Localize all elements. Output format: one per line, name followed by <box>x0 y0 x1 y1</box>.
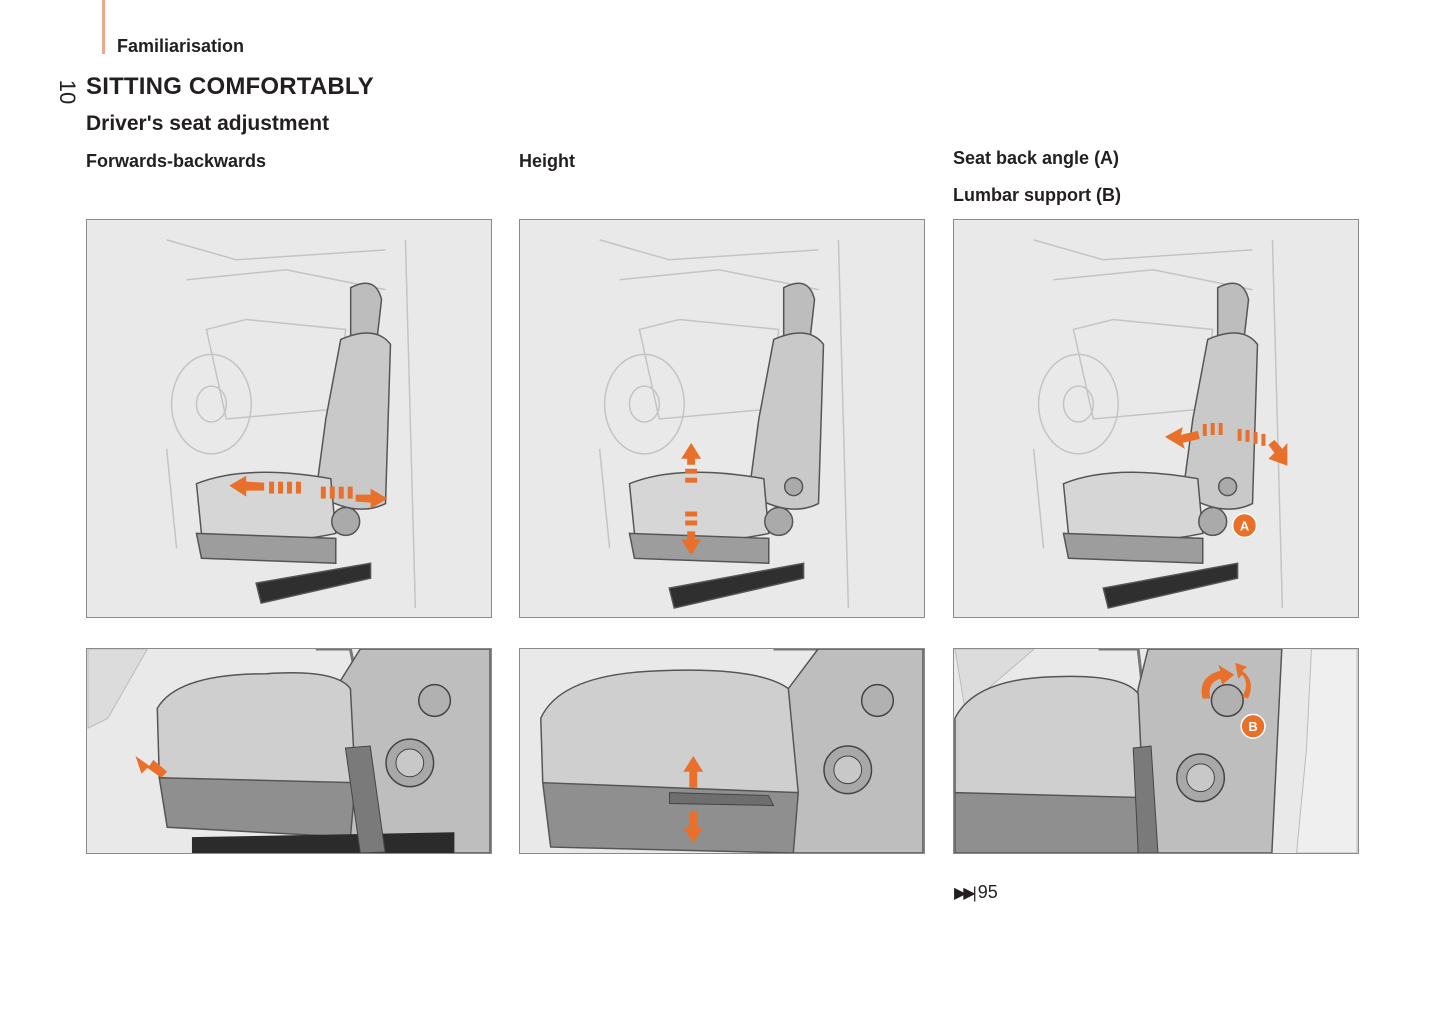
heading-seat-back-angle: Seat back angle (A) <box>953 148 1120 168</box>
illustration-lumbar-support-knob: B <box>953 648 1359 854</box>
illustration-seat-back-angle: A <box>953 219 1359 618</box>
next-page-icon: ▶▶| <box>954 884 977 902</box>
page-number: 10 <box>55 79 80 105</box>
illustration-height-lever <box>519 648 925 854</box>
heading-forwards-backwards: Forwards-backwards <box>86 151 267 171</box>
illustration-height <box>519 219 925 618</box>
illustration-forwards-backwards-lever <box>86 648 492 854</box>
page-subtitle: Driver's seat adjustment <box>86 112 330 135</box>
header-accent-bar <box>102 0 105 54</box>
section-label: Familiarisation <box>117 36 245 56</box>
illustration-forwards-backwards <box>86 219 492 618</box>
callout-a-badge: A <box>1240 518 1249 533</box>
page-title: SITTING COMFORTABLY <box>86 73 374 100</box>
callout-b-badge: B <box>1248 719 1257 734</box>
heading-height: Height <box>519 151 575 171</box>
page-reference-link[interactable]: ▶▶| 95 <box>954 882 998 903</box>
heading-lumbar-support: Lumbar support (B) <box>953 185 1121 205</box>
page-reference-number: 95 <box>977 882 998 902</box>
